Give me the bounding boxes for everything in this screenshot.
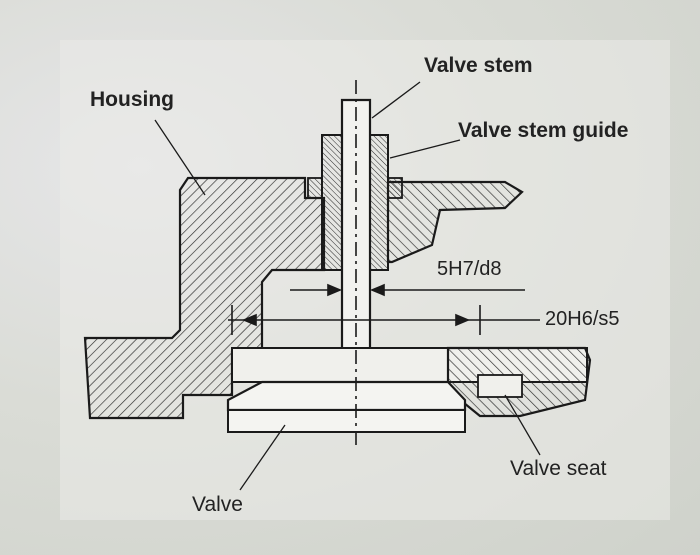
valve-stem-guide-left (321, 134, 343, 271)
valve-stem-label: Valve stem (424, 54, 533, 77)
valve-head (226, 380, 467, 412)
fit-stem-label: 5H7/d8 (437, 258, 502, 280)
guide-collar-left (307, 177, 323, 199)
valve-seat-label: Valve seat (510, 457, 607, 480)
guide-collar-right (387, 177, 403, 199)
fit-stem-dimension (290, 283, 525, 297)
fit-seat-label: 20H6/s5 (545, 308, 620, 330)
valve-stem-guide-label: Valve stem guide (458, 119, 629, 142)
seat-insert (477, 374, 523, 398)
valve-label: Valve (192, 493, 243, 516)
housing-right-flange (386, 180, 524, 264)
leader-lines (154, 81, 541, 491)
housing-label: Housing (90, 88, 174, 111)
valve-disk (227, 409, 466, 433)
fit-seat-dimension (228, 305, 540, 335)
valve-stem-guide-right (369, 134, 389, 271)
